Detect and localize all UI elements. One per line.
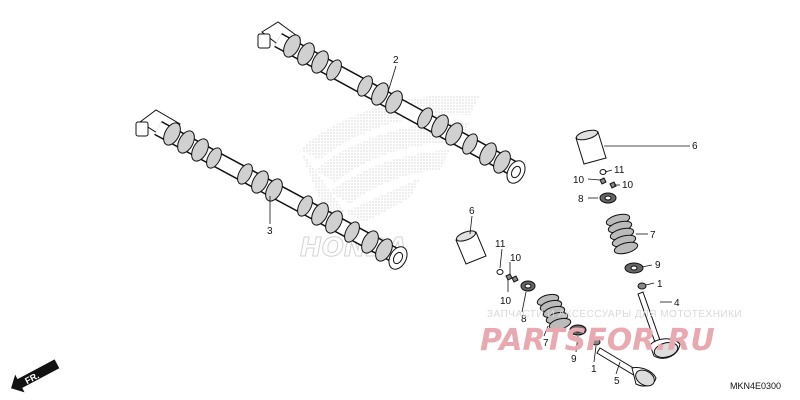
callout-shim-right: 11: [614, 165, 625, 176]
callout-spring-left: 7: [543, 338, 549, 349]
callout-seat-left: 9: [571, 354, 577, 365]
partsfor-watermark: ЗАПЧАСТИ И АКСЕССУАРЫ ДЛЯ МОТОТЕХНИКИ PA…: [480, 309, 742, 358]
callout-valve-intake: 4: [674, 298, 680, 309]
exhaust-valve: [596, 347, 657, 387]
intake-valve: [637, 291, 681, 359]
callout-cotter-right-b: 10: [622, 180, 634, 191]
callout-camshaft-exhaust: 2: [393, 55, 399, 66]
watermark-tagline: ЗАПЧАСТИ И АКСЕССУАРЫ ДЛЯ МОТОТЕХНИКИ: [487, 309, 742, 320]
watermark-brand: PARTSFOR.RU: [480, 323, 715, 358]
callout-cotter-left-b: 10: [500, 296, 512, 307]
leader-lines: [269, 65, 690, 375]
callout-valve-exhaust: 5: [614, 376, 620, 387]
cotter-right-b: [609, 181, 617, 189]
callout-cotter-left-a: 10: [510, 253, 522, 264]
valve-lifter-right: [575, 129, 607, 165]
callout-retainer-left: 8: [521, 314, 527, 325]
callout-cotter-right-a: 10: [573, 175, 585, 186]
callout-seat-right: 9: [655, 260, 661, 271]
callout-seal-left: 1: [591, 364, 597, 375]
callout-lifter-left: 6: [469, 206, 475, 217]
callout-spring-right: 7: [650, 230, 656, 241]
camshaft-intake: [135, 109, 408, 270]
shim-left: [496, 269, 504, 275]
honda-logo-watermark: HONDA: [300, 94, 480, 264]
diagram-code: MKN4E0300: [730, 381, 781, 391]
valve-lifter-left: [455, 230, 487, 265]
valve-spring-left: [536, 293, 572, 331]
stem-seal-left: [591, 338, 601, 346]
callout-lifter-right: 6: [692, 141, 698, 152]
callout-camshaft-intake: 3: [267, 226, 273, 237]
valve-spring-right: [605, 213, 639, 255]
camshaft-exhaust: [257, 21, 526, 184]
cotter-left-b: [511, 275, 519, 283]
cotter-right-a: [599, 177, 607, 185]
callout-retainer-right: 8: [578, 194, 584, 205]
callout-seal-right: 1: [657, 279, 663, 290]
callout-labels: 2 3 6 11 10 10 8 7 9 1 5 6 11 10 10 8 7 …: [267, 55, 698, 387]
valve-assembly-right: [575, 129, 681, 359]
cotter-left-a: [505, 273, 513, 281]
valve-assembly-left: [455, 230, 657, 387]
stem-seal-right: [637, 282, 647, 290]
front-direction-arrow: FR.: [11, 359, 60, 393]
callout-shim-left: 11: [495, 239, 506, 250]
